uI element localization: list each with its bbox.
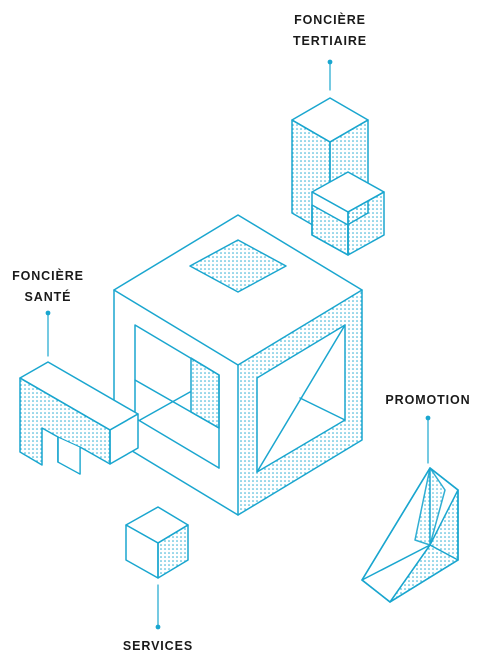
- label-fonciere-tertiaire: FONCIÈRE TERTIAIRE: [293, 10, 367, 52]
- label-services-line1: SERVICES: [122, 639, 194, 653]
- label-fonciere-tertiaire-line2: TERTIAIRE: [292, 34, 368, 48]
- label-fonciere-sante-line2: SANTÉ: [24, 290, 72, 304]
- label-promotion-line1: PROMOTION: [385, 393, 471, 407]
- leader-lines: [47, 61, 429, 628]
- services-block: [125, 506, 189, 579]
- label-fonciere-sante-line1: FONCIÈRE: [12, 269, 84, 283]
- main-cube: [113, 214, 363, 516]
- label-services: SERVICES: [123, 636, 193, 657]
- label-fonciere-tertiaire-line1: FONCIÈRE: [294, 13, 366, 27]
- fonciere-tertiaire-block: [291, 97, 385, 256]
- fonciere-sante-block: [19, 361, 139, 475]
- leader-dots: [45, 59, 431, 630]
- label-fonciere-sante: FONCIÈRE SANTÉ: [12, 266, 84, 308]
- promotion-block: [361, 467, 459, 603]
- label-promotion: PROMOTION: [385, 390, 470, 411]
